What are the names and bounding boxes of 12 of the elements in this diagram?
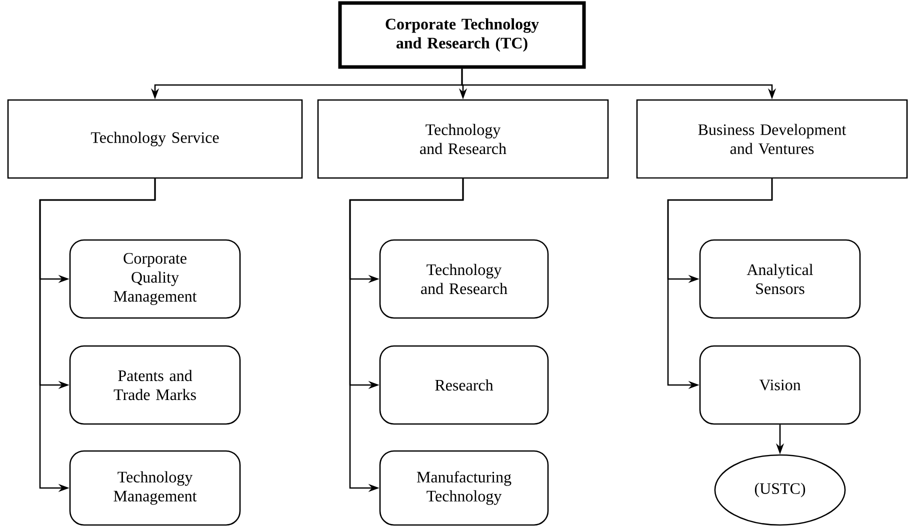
title-box: Corporate Technology and Research (TC) [338,1,586,69]
unit-box: Research [379,345,549,425]
department-box: Business Development and Ventures [636,99,908,179]
department-box: Technology Service [7,99,303,179]
unit-box: Corporate Quality Management [69,239,241,319]
unit-box: Patents and Trade Marks [69,345,241,425]
unit-box: Technology and Research [379,239,549,319]
unit-box: Analytical Sensors [699,239,861,319]
unit-box: Technology Management [69,450,241,526]
department-box: Technology and Research [317,99,609,179]
unit-box: Vision [699,345,861,425]
unit-box: Manufacturing Technology [379,450,549,526]
